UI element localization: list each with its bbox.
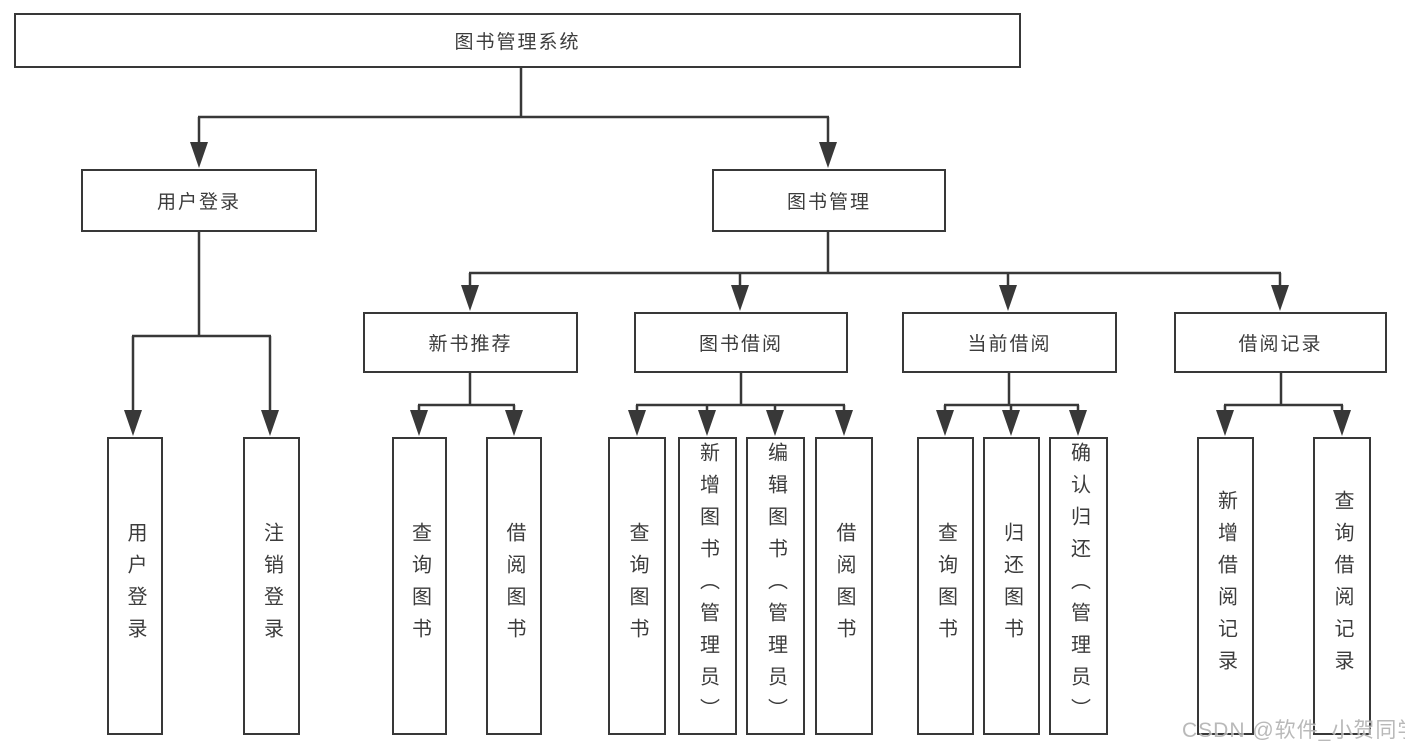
leaf-nbr-query-books-label: 查询图书 [408,522,431,650]
node-current-borrowing: 当前借阅 [902,312,1117,373]
node-new-book-recommend: 新书推荐 [363,312,578,373]
tree-edges [131,68,1344,413]
leaf-nbr-query-books: 查询图书 [392,437,447,735]
leaf-user-login: 用户登录 [107,437,163,735]
arrowheads [124,142,1351,436]
node-user-login: 用户登录 [81,169,317,232]
leaf-user-login-label: 用户登录 [124,522,146,650]
leaf-br-add-record-label: 新增借阅记录 [1214,490,1237,682]
leaf-bb-query-books-label: 查询图书 [626,522,648,650]
arrow-down-icon [766,410,784,436]
arrow-down-icon [819,142,837,168]
leaf-bb-borrow-books: 借阅图书 [815,437,873,735]
arrow-down-icon [999,285,1017,311]
leaf-bb-add-books-admin-label: 新增图书（管理员） [696,442,719,730]
leaf-cb-confirm-return-admin: 确认归还（管理员） [1049,437,1108,735]
leaf-bb-add-books-admin: 新增图书（管理员） [678,437,737,735]
arrow-down-icon [628,410,646,436]
arrow-down-icon [936,410,954,436]
leaf-bb-query-books: 查询图书 [608,437,666,735]
arrow-down-icon [1216,410,1234,436]
leaf-nbr-borrow-books-label: 借阅图书 [503,522,525,650]
arrow-down-icon [1271,285,1289,311]
leaf-cb-return-books: 归还图书 [983,437,1040,735]
arrow-down-icon [731,285,749,311]
node-book-borrowing: 图书借阅 [634,312,848,373]
watermark-csdn: CSDN @软件_小贺同学 [1182,719,1405,742]
leaf-logout-label: 注销登录 [260,522,283,650]
arrow-down-icon [1069,410,1087,436]
leaf-cb-confirm-return-admin-label: 确认归还（管理员） [1067,442,1090,730]
leaf-logout: 注销登录 [243,437,300,735]
arrow-down-icon [1002,410,1020,436]
leaf-cb-query-books-label: 查询图书 [934,522,957,650]
node-borrowing-records: 借阅记录 [1174,312,1387,373]
leaf-br-add-record: 新增借阅记录 [1197,437,1254,735]
arrow-down-icon [505,410,523,436]
arrow-down-icon [698,410,716,436]
leaf-br-query-record-label: 查询借阅记录 [1331,490,1353,682]
node-library-system: 图书管理系统 [14,13,1021,68]
leaf-br-query-record: 查询借阅记录 [1313,437,1371,735]
leaf-nbr-borrow-books: 借阅图书 [486,437,542,735]
arrow-down-icon [261,410,279,436]
leaf-cb-return-books-label: 归还图书 [1000,522,1023,650]
arrow-down-icon [835,410,853,436]
leaf-bb-edit-books-admin-label: 编辑图书（管理员） [764,442,787,730]
arrow-down-icon [124,410,142,436]
arrow-down-icon [461,285,479,311]
node-book-management: 图书管理 [712,169,946,232]
leaf-bb-edit-books-admin: 编辑图书（管理员） [746,437,805,735]
arrow-down-icon [190,142,208,168]
leaf-bb-borrow-books-label: 借阅图书 [833,522,855,650]
arrow-down-icon [1333,410,1351,436]
leaf-cb-query-books: 查询图书 [917,437,974,735]
arrow-down-icon [410,410,428,436]
